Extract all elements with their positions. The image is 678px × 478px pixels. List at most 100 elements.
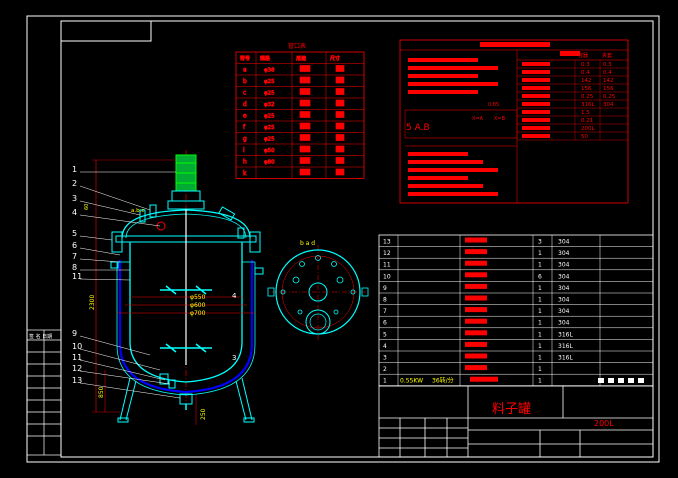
part-qty: 1 (538, 366, 542, 373)
part-name-glyph (465, 249, 487, 255)
tech-label-glyph (522, 78, 550, 82)
leg-right (235, 377, 253, 421)
callout-leader (79, 348, 161, 371)
part-number: 8 (383, 297, 387, 304)
nozzle-jacket-left (110, 261, 119, 269)
part-number: 11 (383, 262, 391, 269)
part-name-glyph (465, 365, 487, 371)
nozzle-jacket-right (254, 267, 264, 275)
dim-height-leg: 850 (98, 386, 105, 398)
part-name-glyph (465, 318, 487, 324)
part-number: 12 (383, 250, 391, 257)
nozzle-use-glyph (299, 65, 311, 72)
nozzle-spec: φ32 (264, 102, 275, 108)
part-name-glyph (465, 295, 487, 301)
tech-value-a: 0.21 (581, 118, 593, 124)
tech-abc-label: 5 A.B (406, 123, 430, 133)
part-qty: 1 (538, 250, 542, 257)
dim-height-total: 2300 (89, 295, 96, 310)
tech-note-glyph (408, 74, 478, 78)
dim-small-h1: 60 (84, 204, 90, 210)
part-number: 2 (383, 366, 387, 373)
tech-note-glyph (408, 90, 478, 94)
part-number: 9 (383, 285, 387, 292)
nozzle-header-0: 符号 (240, 55, 250, 62)
product-volume: 200L (594, 419, 614, 428)
nozzle-size-glyph (335, 168, 345, 176)
inner-shell (129, 242, 243, 383)
callout-leader (79, 382, 181, 399)
part-material: 316L (558, 331, 573, 338)
tech-value-b: 304 (603, 102, 614, 108)
callout-left-1: 2 (72, 179, 77, 188)
part-qty: 6 (538, 273, 542, 280)
tech-mid-b: X=B (494, 116, 506, 122)
nozzle-symbol: f (243, 124, 246, 131)
callout-left-7: 8 (72, 263, 77, 272)
tech-label-glyph (522, 110, 550, 114)
part-speed: 36转/分 (432, 377, 454, 385)
callout-left-12: 12 (72, 364, 82, 373)
lug-right (249, 231, 261, 253)
callout-left-5: 6 (72, 241, 77, 250)
part-number: 5 (383, 331, 387, 338)
tech-label-glyph (522, 86, 550, 90)
plan-manhole-inner (309, 313, 327, 331)
tech-title-glyph (480, 42, 550, 47)
callout-left-13: 13 (72, 376, 82, 385)
callout-leader (79, 370, 171, 385)
tech-mid-c: 0.85 (488, 102, 499, 108)
nozzle-use-glyph (299, 157, 311, 164)
left-strip-title: 签 名 日期 (29, 333, 52, 340)
sight-glass-right (237, 227, 245, 239)
tech-label-glyph (522, 134, 550, 138)
part-material: 304 (558, 320, 570, 327)
part-number: 7 (383, 308, 387, 315)
part-material: 304 (558, 285, 570, 292)
part-name-glyph (465, 307, 487, 313)
part-name-glyph (465, 260, 487, 266)
nozzle-size-glyph (335, 111, 345, 118)
callout-left-8: 11 (72, 272, 82, 281)
nozzle-symbol: a (243, 67, 247, 74)
nozzle-header-1: 规格 (260, 55, 270, 62)
vessel-elevation: φ550 φ600 φ700 2300 850 250 60 a.b.c (84, 150, 264, 425)
part-name-glyph (465, 330, 487, 336)
callout-leader (79, 278, 131, 281)
tech-label-glyph (522, 102, 550, 106)
product-name: 料子罐 (492, 402, 531, 417)
nozzle-spec: φ25 (264, 137, 275, 143)
dim-550: φ550 (190, 294, 206, 301)
tech-value-a: 156 (581, 86, 592, 92)
tech-value-a: 200L (581, 126, 595, 132)
dim-leg-bottom: 250 (200, 408, 207, 420)
part-number-1: 1 (383, 378, 387, 385)
part-qty: 3 (538, 239, 542, 246)
part-number: 3 (383, 355, 387, 362)
part-power: 0.55KW (400, 378, 423, 385)
leg-left (119, 377, 137, 421)
plan-view: b a d (267, 240, 369, 340)
part-name-glyph (465, 341, 487, 347)
callout-leader (79, 258, 121, 263)
tech-value-a: 1.5 (581, 110, 590, 116)
impeller-upper (160, 285, 212, 295)
dim-600: φ600 (190, 302, 206, 309)
callout-leader (79, 185, 151, 211)
callout-left-0: 1 (72, 165, 77, 174)
tech-req-glyph (408, 192, 498, 196)
tech-value-b: 142 (603, 78, 614, 84)
part-material: 304 (558, 262, 570, 269)
nozzle-spec: φ25 (264, 79, 275, 85)
callout-left-6: 7 (72, 252, 77, 261)
nozzle-spec: φ38 (264, 68, 275, 74)
tech-note-glyph (408, 66, 498, 70)
nozzle-spec: φ80 (264, 160, 275, 166)
callout-leader (79, 200, 141, 216)
part-material: 304 (558, 308, 570, 315)
tech-req-glyph (408, 184, 483, 188)
